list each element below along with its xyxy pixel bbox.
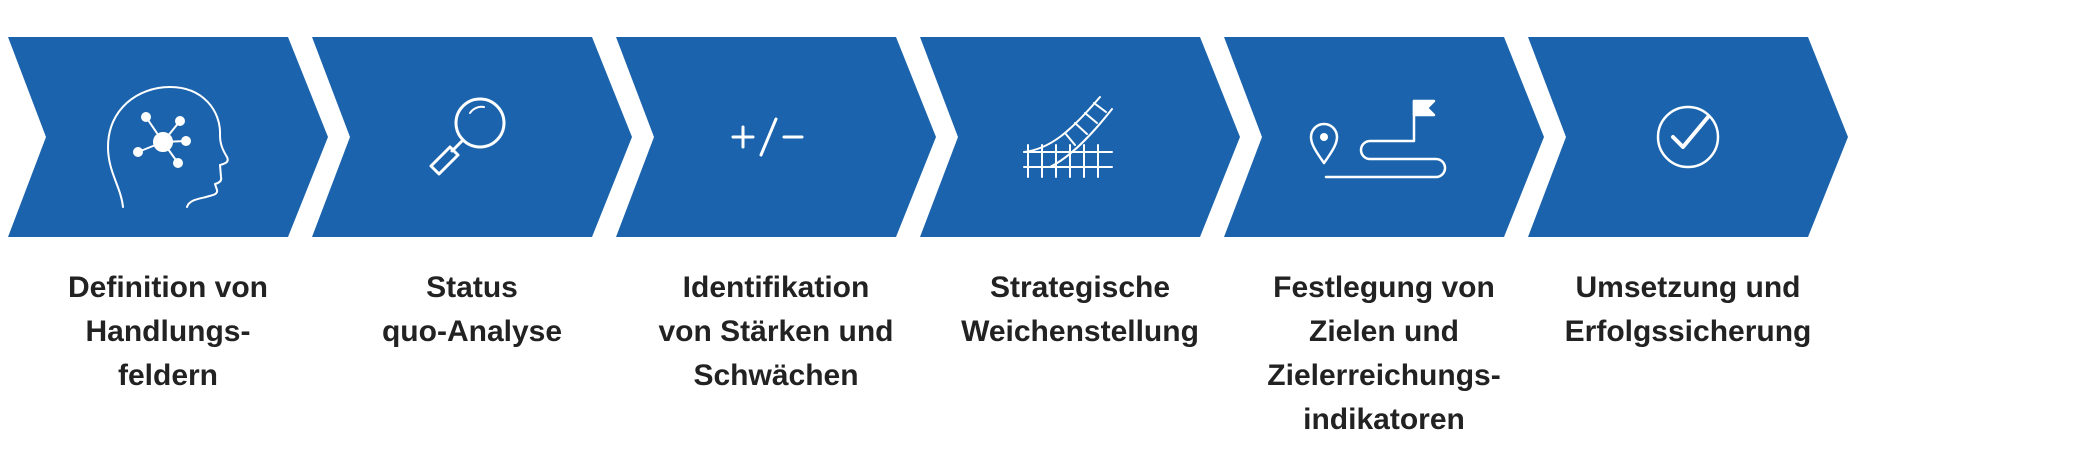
step-label: Festlegung von Zielen und Zielerreichung… bbox=[1267, 271, 1501, 436]
chevron-shape bbox=[616, 37, 936, 237]
chevron-shape bbox=[8, 37, 328, 237]
chevron-shape bbox=[1224, 37, 1544, 237]
chevron-shape bbox=[1528, 37, 1848, 237]
step-label: Strategische Weichenstellung bbox=[961, 271, 1199, 348]
chevron-shape bbox=[312, 37, 632, 237]
chevron-shape bbox=[920, 37, 1240, 237]
step-label: Identifikation von Stärken und Schwächen bbox=[658, 271, 894, 392]
step-label: Umsetzung und Erfolgssicherung bbox=[1564, 271, 1812, 348]
step-label: Definition von Handlungs- feldern bbox=[68, 271, 268, 392]
step-label: Status quo-Analyse bbox=[381, 271, 563, 348]
